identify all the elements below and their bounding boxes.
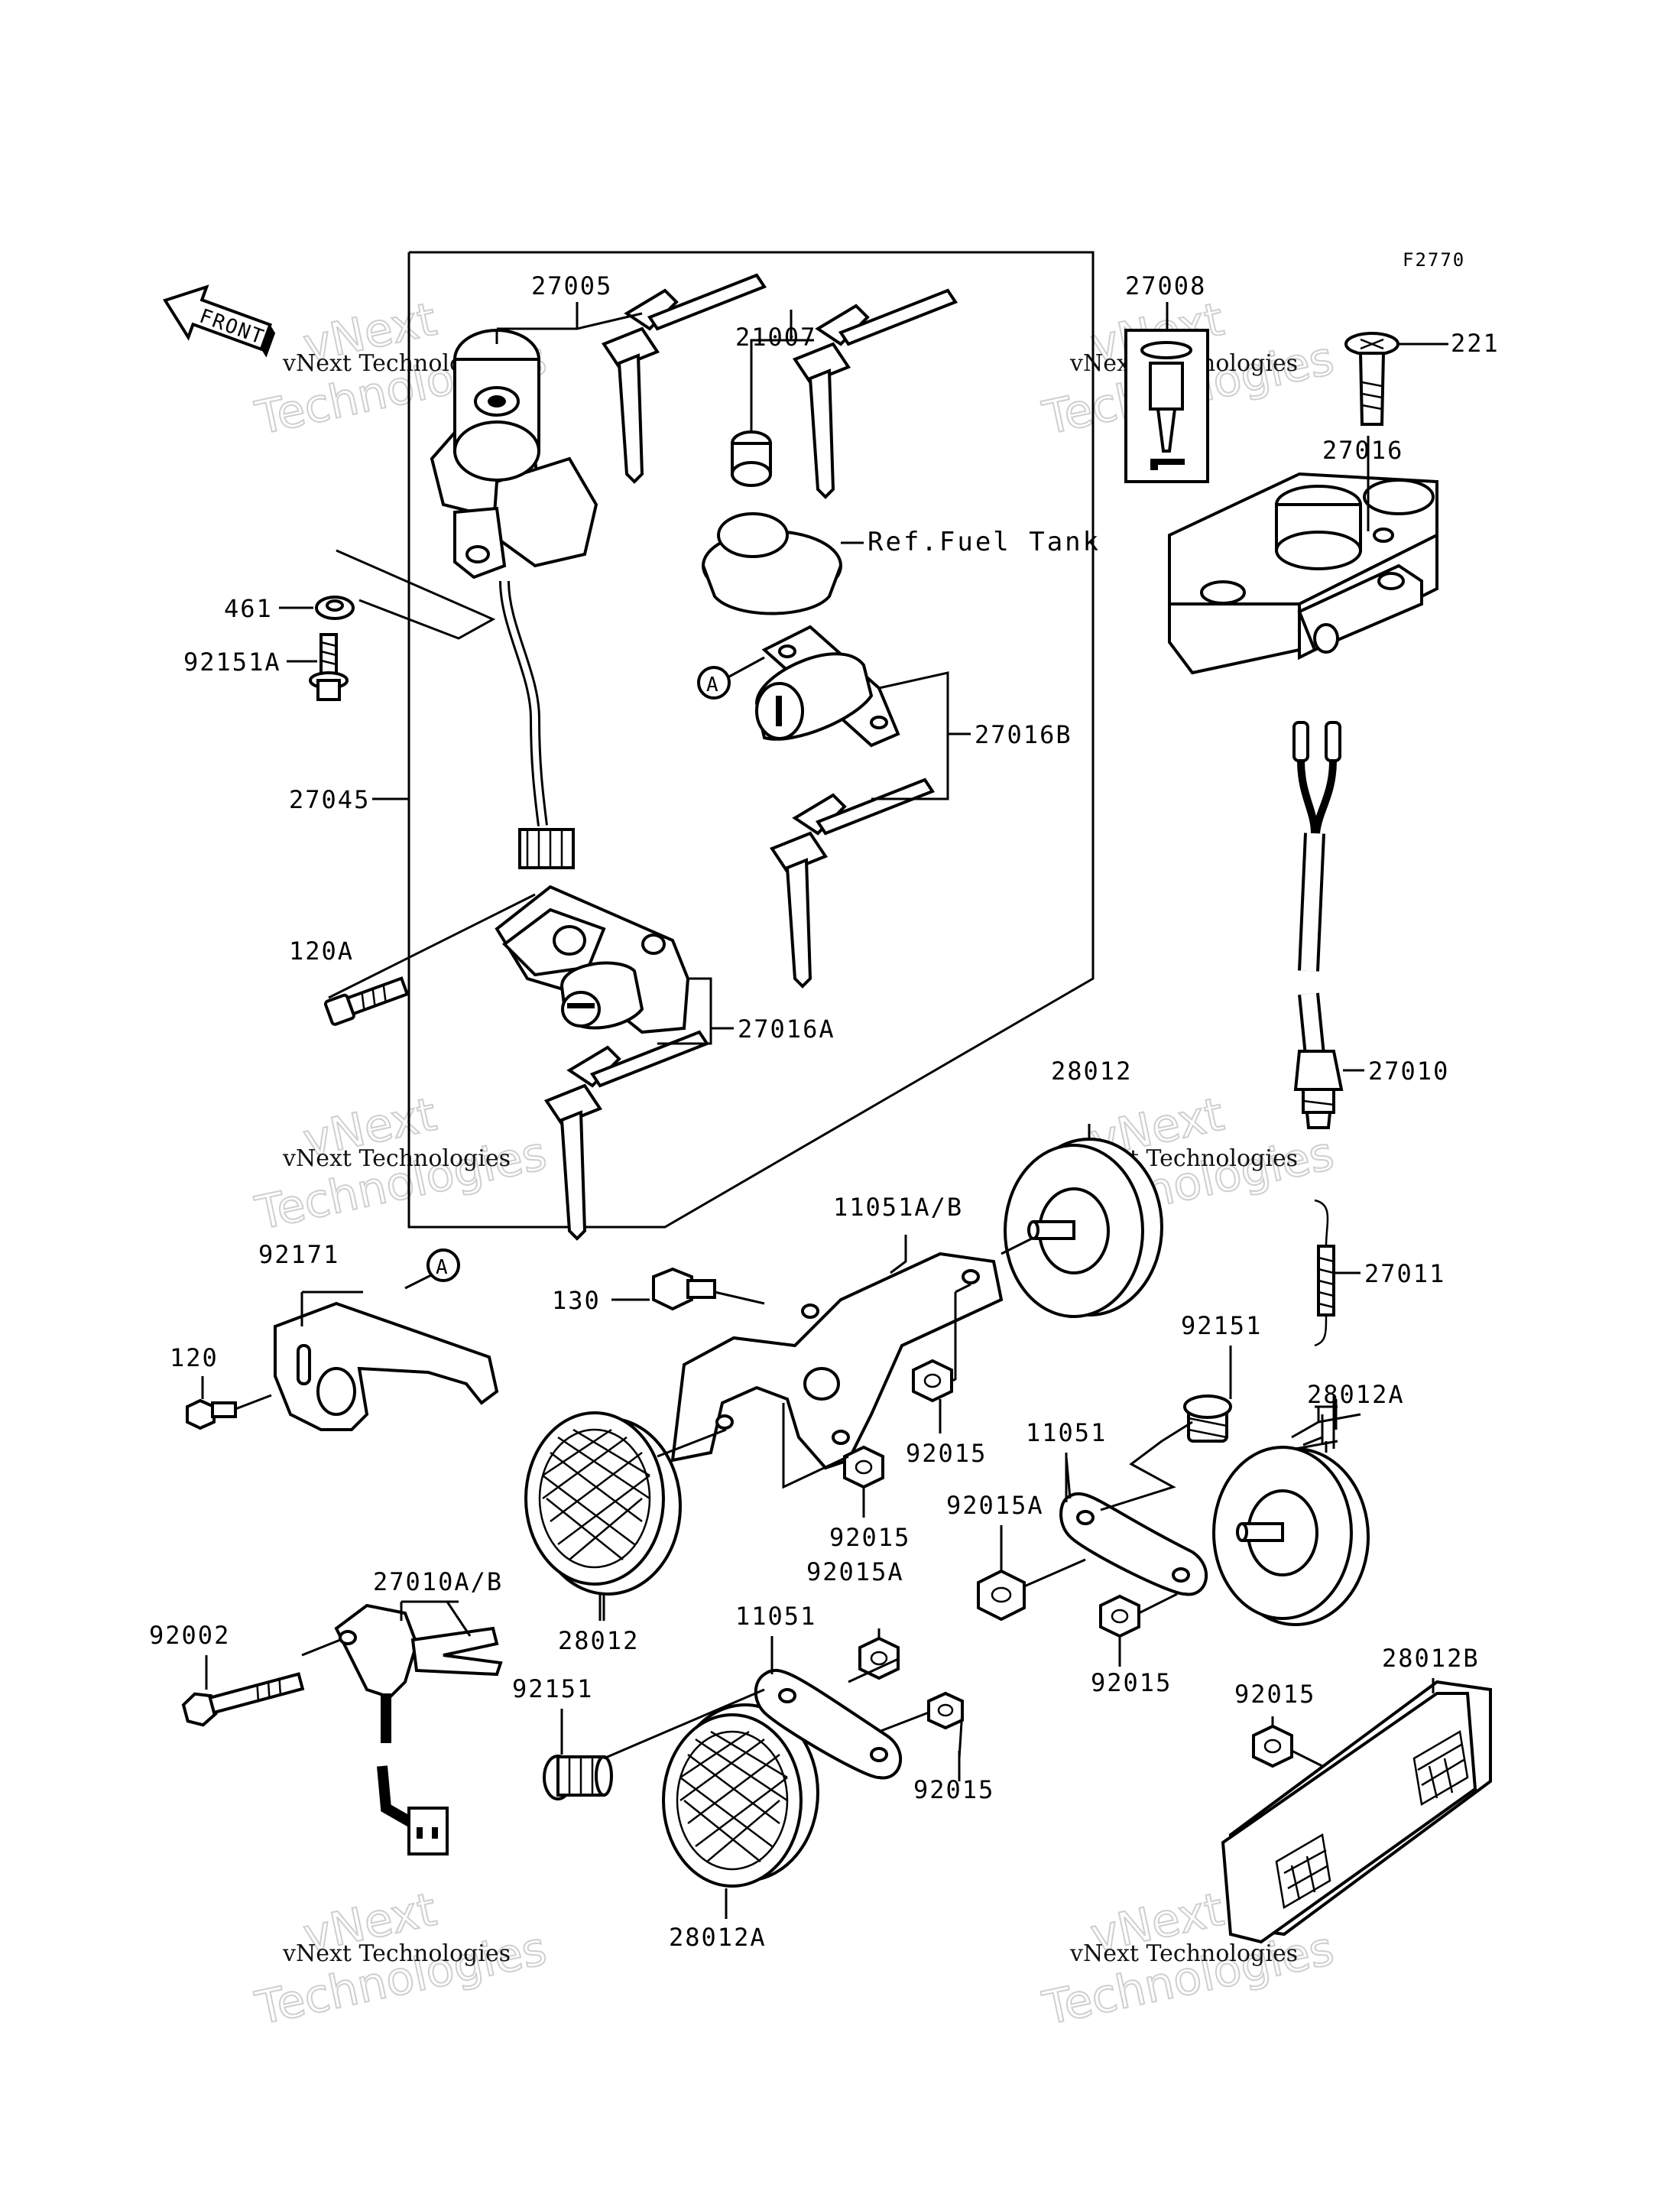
- label-92015-bottom: 92015: [913, 1775, 994, 1804]
- label-92015-a: 92015: [906, 1439, 987, 1468]
- watermark-3: vNext Technologies vNext Technologies: [250, 1087, 552, 1242]
- label-461: 461: [224, 594, 273, 623]
- bolt-130: [652, 1267, 716, 1311]
- screw-221: [1344, 332, 1399, 426]
- label-92151-right: 92151: [1181, 1311, 1262, 1340]
- key-pair-27005: [601, 273, 767, 484]
- nut-92015a-right: [977, 1569, 1026, 1622]
- label-92002: 92002: [149, 1621, 230, 1650]
- bolt-92151-right: [1183, 1394, 1232, 1443]
- key-pair-27016b: [769, 778, 936, 989]
- label-92015a-bottom: 92015A: [806, 1557, 904, 1586]
- horn-28012-left: [524, 1411, 682, 1596]
- label-27008: 27008: [1125, 271, 1206, 300]
- label-11051-bottom: 11051: [735, 1602, 816, 1631]
- front-arrow: FRONT: [162, 284, 276, 358]
- bracket-11051-right: [1059, 1492, 1208, 1596]
- label-27016b: 27016B: [975, 720, 1072, 749]
- ignition-body-27016: [1168, 472, 1438, 675]
- horn-28012a-right: [1212, 1446, 1370, 1626]
- stop-switch-27010ab: [334, 1603, 503, 1855]
- horn-28012-top: [1004, 1138, 1163, 1318]
- svg-text:vNext Technologies: vNext Technologies: [282, 1145, 511, 1172]
- label-92171: 92171: [258, 1240, 339, 1269]
- svg-text:A: A: [706, 674, 720, 696]
- label-28012-top: 28012: [1051, 1057, 1132, 1086]
- label-92015-b: 92015: [829, 1523, 910, 1552]
- figure-code: F2770: [1403, 249, 1465, 271]
- label-120a: 120A: [289, 937, 354, 966]
- nut-92015-right: [1099, 1594, 1140, 1638]
- bolt-92151a: [309, 633, 349, 701]
- watermark-5: vNext Technologies vNext Technologies: [250, 1882, 552, 2037]
- label-92015a-right: 92015A: [946, 1491, 1044, 1520]
- callout-a-2: A: [426, 1248, 460, 1282]
- key-pair-21007: [792, 288, 958, 499]
- label-92015-reflector: 92015: [1234, 1680, 1315, 1709]
- label-11051ab: 11051A/B: [833, 1193, 963, 1222]
- nut-92015a-bottom: [858, 1636, 900, 1680]
- nut-92015-bottom: [927, 1691, 964, 1730]
- leader-lines: [201, 302, 1448, 1919]
- helmet-lock-27016a: [495, 885, 690, 1034]
- bracket-11051-bottom: [754, 1668, 902, 1780]
- fuel-cap-lock: [702, 430, 842, 615]
- bolt-92002: [181, 1672, 305, 1727]
- label-120: 120: [170, 1343, 219, 1372]
- label-28012a-bottom: 28012A: [669, 1923, 767, 1952]
- label-28012-left: 28012: [558, 1626, 639, 1655]
- key-tag-27008: [1124, 329, 1209, 483]
- label-27016: 27016: [1322, 436, 1403, 465]
- label-28012b: 28012B: [1382, 1644, 1480, 1673]
- svg-text:A: A: [436, 1256, 449, 1279]
- horn-bracket-11051ab: [670, 1252, 1004, 1470]
- svg-text:vNext Technologies: vNext Technologies: [282, 1940, 511, 1967]
- washer-461: [315, 596, 355, 620]
- label-27045: 27045: [289, 785, 370, 814]
- nut-92015-reflector: [1252, 1724, 1293, 1768]
- label-92151a: 92151A: [183, 648, 281, 677]
- kit-box: [407, 251, 1095, 1229]
- label-130: 130: [552, 1286, 601, 1315]
- svg-text:vNext Technologies: vNext Technologies: [1069, 1940, 1298, 1967]
- label-221: 221: [1451, 329, 1500, 358]
- bracket-92171: [274, 1301, 499, 1431]
- label-27016a: 27016A: [738, 1015, 835, 1044]
- ignition-switch: [430, 329, 598, 869]
- reflector-28012b: [1221, 1680, 1492, 1944]
- ref-fuel-tank-label: Ref.Fuel Tank: [868, 527, 1101, 557]
- neutral-switch-27010: [1292, 721, 1344, 1129]
- bolt-92151-bottom: [543, 1755, 613, 1800]
- nut-92015-b: [843, 1445, 884, 1489]
- key-pair-27016a: [543, 1030, 710, 1241]
- spring-27011: [1314, 1199, 1335, 1347]
- horn-grille: [538, 1428, 651, 1569]
- bolt-120: [186, 1398, 237, 1430]
- label-11051-right: 11051: [1026, 1418, 1107, 1447]
- bolt-120a: [323, 976, 410, 1026]
- label-28012a-right: 28012A: [1307, 1380, 1405, 1409]
- seat-lock-27016b: [754, 625, 900, 748]
- callout-a-1: A: [697, 656, 765, 700]
- label-92151-bottom: 92151: [512, 1674, 593, 1703]
- label-27005: 27005: [531, 271, 612, 300]
- label-27010: 27010: [1368, 1057, 1449, 1086]
- horn-28012a-bottom: [662, 1703, 819, 1888]
- part-labels: 27005 21007 27008 221 27016 461 92151A 2…: [149, 271, 1500, 1952]
- label-27010ab: 27010A/B: [373, 1567, 503, 1596]
- label-27011: 27011: [1364, 1259, 1445, 1288]
- nut-92015-a: [912, 1359, 953, 1403]
- label-21007: 21007: [735, 323, 816, 352]
- label-92015-right: 92015: [1091, 1668, 1172, 1697]
